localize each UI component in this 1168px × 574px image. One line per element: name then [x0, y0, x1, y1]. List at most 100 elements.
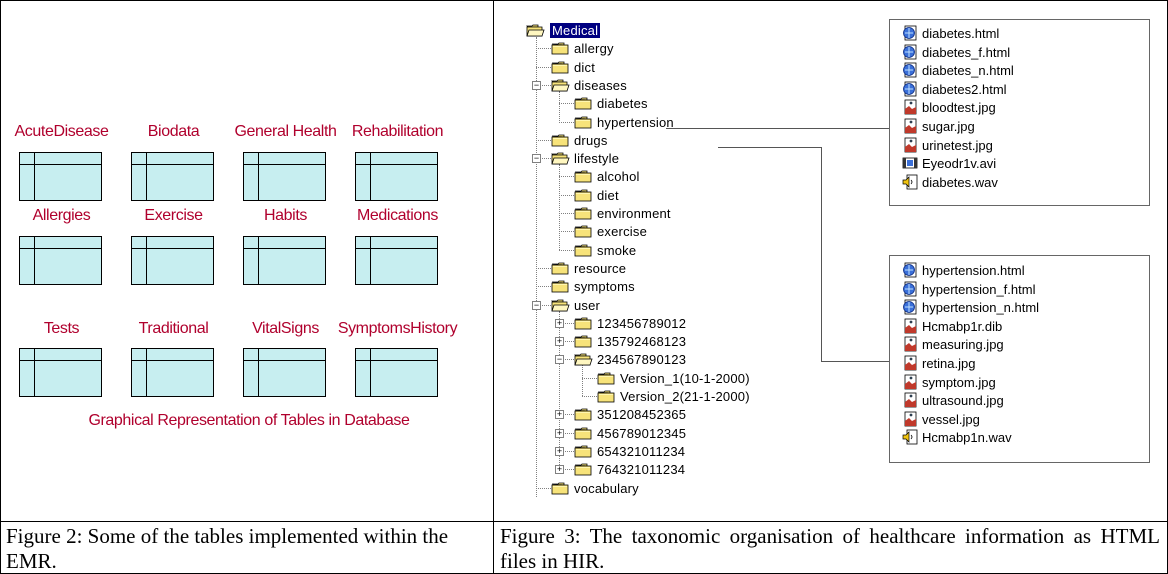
table-label-tests: Tests	[43, 320, 80, 337]
expand-toggle-icon[interactable]: +	[555, 464, 564, 475]
tree-item-drugs[interactable]: drugs	[574, 132, 608, 148]
tree-guide-line	[559, 213, 576, 214]
table-icon	[243, 348, 326, 397]
folder-icon	[551, 134, 570, 147]
tree-item-351208452365[interactable]: 351208452365	[597, 407, 687, 423]
tree-guide-line	[559, 103, 576, 105]
file-name[interactable]: hypertension_n.html	[922, 300, 1040, 316]
tree-guide-line	[536, 267, 553, 269]
collapse-toggle-icon[interactable]: −	[532, 79, 541, 90]
tree-item-vocabulary[interactable]: vocabulary	[574, 480, 639, 496]
file-name[interactable]: hypertension.html	[922, 263, 1025, 278]
folder-icon	[574, 225, 593, 238]
tree-item-diabetes[interactable]: diabetes	[597, 96, 648, 112]
tree-guide-line	[559, 310, 560, 470]
tree-item-764321011234[interactable]: 764321011234	[597, 462, 686, 478]
figure-3-caption: Figure 3: The taxonomic organisation of …	[500, 524, 1160, 573]
collapse-toggle-icon[interactable]: −	[532, 153, 541, 164]
tree-item-user[interactable]: user	[574, 297, 601, 313]
tree-item-diet[interactable]: diet	[597, 187, 619, 203]
tree-guide-line	[559, 469, 576, 471]
tree-root-selected[interactable]: Medical	[550, 23, 601, 38]
tree-guide-line	[536, 304, 553, 306]
expand-toggle-icon[interactable]: +	[555, 427, 564, 438]
table-icon	[355, 236, 438, 285]
file-name[interactable]: diabetes_f.html	[922, 44, 1011, 60]
file-name[interactable]: diabetes.wav	[922, 174, 998, 190]
tree-guide-line	[582, 377, 599, 379]
tree-item-123456789012[interactable]: 123456789012	[597, 315, 687, 331]
tree-item-dict[interactable]: dict	[574, 59, 596, 75]
table-icon	[19, 348, 102, 397]
image-file-icon	[902, 137, 918, 153]
table-label-exercise: Exercise	[144, 207, 203, 224]
file-name[interactable]: measuring.jpg	[922, 337, 1004, 353]
column-divider	[493, 0, 494, 574]
tree-item-lifestyle[interactable]: lifestyle	[574, 151, 620, 167]
tree-item-allergy[interactable]: allergy	[574, 41, 614, 57]
file-name[interactable]: vessel.jpg	[922, 411, 980, 427]
video-file-icon	[902, 155, 918, 171]
hypertension-connector-v	[821, 147, 822, 361]
tree-item-diseases[interactable]: diseases	[574, 77, 627, 93]
tree-item-smoke[interactable]: smoke	[597, 242, 637, 258]
expand-toggle-icon[interactable]: +	[555, 336, 564, 347]
file-name[interactable]: hypertension_f.html	[922, 281, 1036, 297]
collapse-toggle-icon[interactable]: −	[532, 299, 541, 310]
tree-item-654321011234[interactable]: 654321011234	[597, 443, 686, 459]
file-name[interactable]: symptom.jpg	[922, 374, 996, 390]
tree-guide-line	[559, 432, 576, 434]
table-label-general-health: General Health	[234, 123, 337, 140]
file-name[interactable]: diabetes2.html	[922, 81, 1007, 97]
table-label-rehabilitation: Rehabilitation	[351, 123, 444, 140]
file-name[interactable]: retina.jpg	[922, 356, 976, 371]
diabetes-files-box: diabetes.html diabetes_f.html diabetes_n.h…	[889, 19, 1150, 206]
expand-toggle-icon[interactable]: +	[555, 445, 564, 456]
file-name[interactable]: ultrasound.jpg	[922, 393, 1004, 409]
tree-item-135792468123[interactable]: 135792468123	[597, 334, 687, 350]
file-name[interactable]: bloodtest.jpg	[922, 100, 996, 116]
tree-item-version-2-21-1-2000[interactable]: Version_2(21-1-2000)	[620, 389, 750, 404]
file-name[interactable]: Hcmabp1r.dib	[922, 318, 1003, 334]
image-file-icon	[902, 411, 918, 427]
folder-open-icon	[574, 353, 593, 366]
table-label-traditional: Traditional	[138, 320, 209, 337]
collapse-toggle-icon[interactable]: −	[555, 354, 564, 365]
tree-item-version-1-10-1-2000[interactable]: Version_1(10-1-2000)	[620, 370, 750, 386]
tree-item-environment[interactable]: environment	[597, 206, 671, 221]
table-label-allergies: Allergies	[32, 207, 91, 224]
tree-guide-line	[536, 37, 537, 497]
tree-guide-line	[582, 396, 599, 397]
hypertension-connector-h2	[821, 361, 889, 362]
tree-item-symptoms[interactable]: symptoms	[574, 279, 635, 295]
folder-icon	[574, 335, 593, 348]
file-name[interactable]: sugar.jpg	[922, 119, 975, 134]
tree-guide-line	[536, 487, 553, 489]
image-file-icon	[902, 355, 918, 371]
tree-item-alcohol[interactable]: alcohol	[597, 169, 640, 185]
tree-item-exercise[interactable]: exercise	[597, 224, 648, 240]
file-name[interactable]: diabetes_n.html	[922, 63, 1014, 79]
file-name[interactable]: Eyeodr1v.avi	[922, 156, 997, 172]
folder-icon	[574, 207, 593, 220]
folder-icon	[551, 280, 570, 293]
table-label-vitalsigns: VitalSigns	[252, 320, 319, 337]
file-name[interactable]: urinetest.jpg	[922, 137, 993, 153]
folder-open-icon	[551, 299, 570, 312]
audio-file-icon	[902, 174, 918, 190]
file-name[interactable]: Hcmabp1n.wav	[922, 430, 1012, 446]
table-icon	[131, 152, 214, 201]
image-file-icon	[902, 318, 918, 334]
tree-item-resource[interactable]: resource	[574, 260, 627, 276]
table-icon	[19, 236, 102, 285]
tree-guide-line	[559, 90, 560, 122]
folder-icon	[574, 189, 593, 202]
file-name[interactable]: diabetes.html	[922, 26, 1000, 41]
html-file-icon	[902, 62, 918, 78]
tree-item-456789012345[interactable]: 456789012345	[597, 425, 687, 441]
expand-toggle-icon[interactable]: +	[555, 317, 564, 328]
expand-toggle-icon[interactable]: +	[555, 409, 564, 420]
tree-item-hypertension[interactable]: hypertension	[597, 114, 674, 130]
tree-item-234567890123[interactable]: 234567890123	[597, 352, 687, 368]
table-label-symptomshistory: SymptomsHistory	[337, 320, 458, 337]
